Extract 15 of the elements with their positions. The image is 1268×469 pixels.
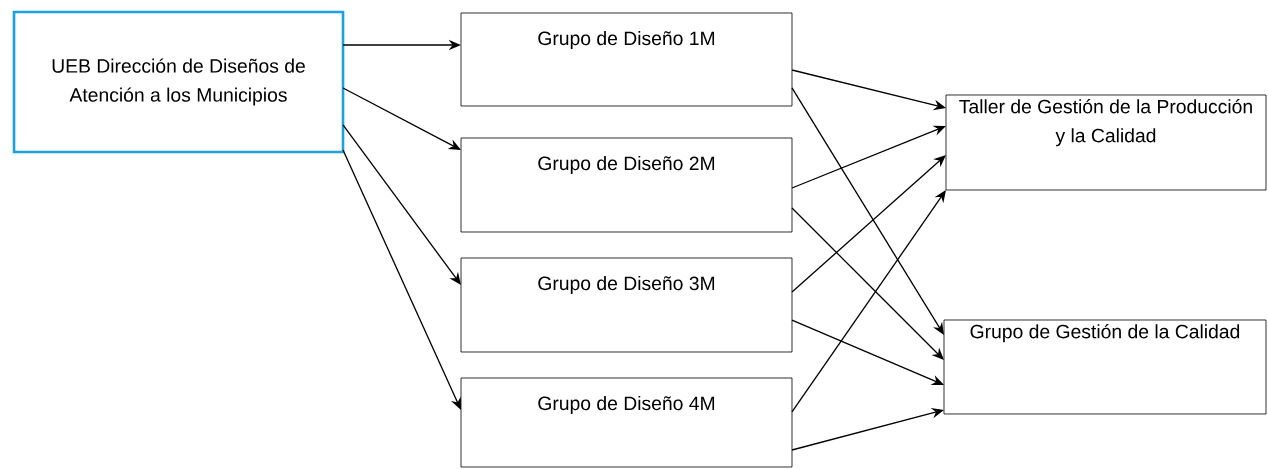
arrow: [342, 87, 461, 150]
group-box: Grupo de Diseño 3M: [460, 257, 793, 353]
group-box: Grupo de Diseño 1M: [460, 12, 793, 107]
arrow: [342, 124, 461, 285]
arrow: [791, 125, 946, 189]
department-box: UEB Dirección de Diseños de Atención a los Municipios: [12, 10, 345, 154]
arrow: [791, 319, 944, 385]
group-box: Grupo de Diseño 2M: [460, 137, 793, 233]
arrow: [791, 155, 946, 293]
group-box: Grupo de Diseño 4M: [460, 377, 793, 468]
arrow: [791, 407, 944, 451]
group-box: Taller de Gestión de la Producción y la Calidad: [945, 94, 1267, 191]
arrow: [791, 87, 944, 335]
group-box: Grupo de Gestión de la Calidad: [943, 319, 1267, 415]
arrow: [791, 190, 946, 413]
